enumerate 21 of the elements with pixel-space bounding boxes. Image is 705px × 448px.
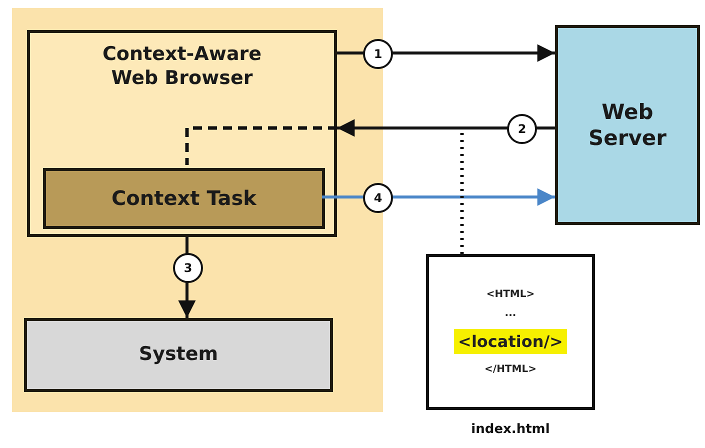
file-name: index.html	[471, 422, 550, 437]
dashed-line	[185, 126, 337, 165]
node-label: Context Task	[112, 186, 256, 211]
server-box	[555, 25, 700, 225]
system-box	[24, 318, 333, 392]
code-line: <HTML>	[486, 289, 535, 300]
highlighted-tag: <location/>	[454, 329, 567, 354]
dotted-line	[460, 130, 464, 254]
step-number: 2	[507, 114, 537, 144]
step-number: 1	[363, 39, 393, 69]
document-box	[426, 254, 595, 410]
code-line: </HTML>	[484, 364, 536, 375]
node-label: Web Server	[587, 98, 668, 152]
node-label: Context-Aware Web Browser	[101, 43, 263, 90]
step-number: 4	[363, 183, 393, 213]
browser-box	[27, 30, 337, 237]
code-line: ...	[504, 308, 516, 319]
arrow	[322, 188, 555, 206]
node-label: System	[138, 343, 218, 367]
task-box	[43, 168, 325, 229]
background-panel	[12, 8, 383, 412]
